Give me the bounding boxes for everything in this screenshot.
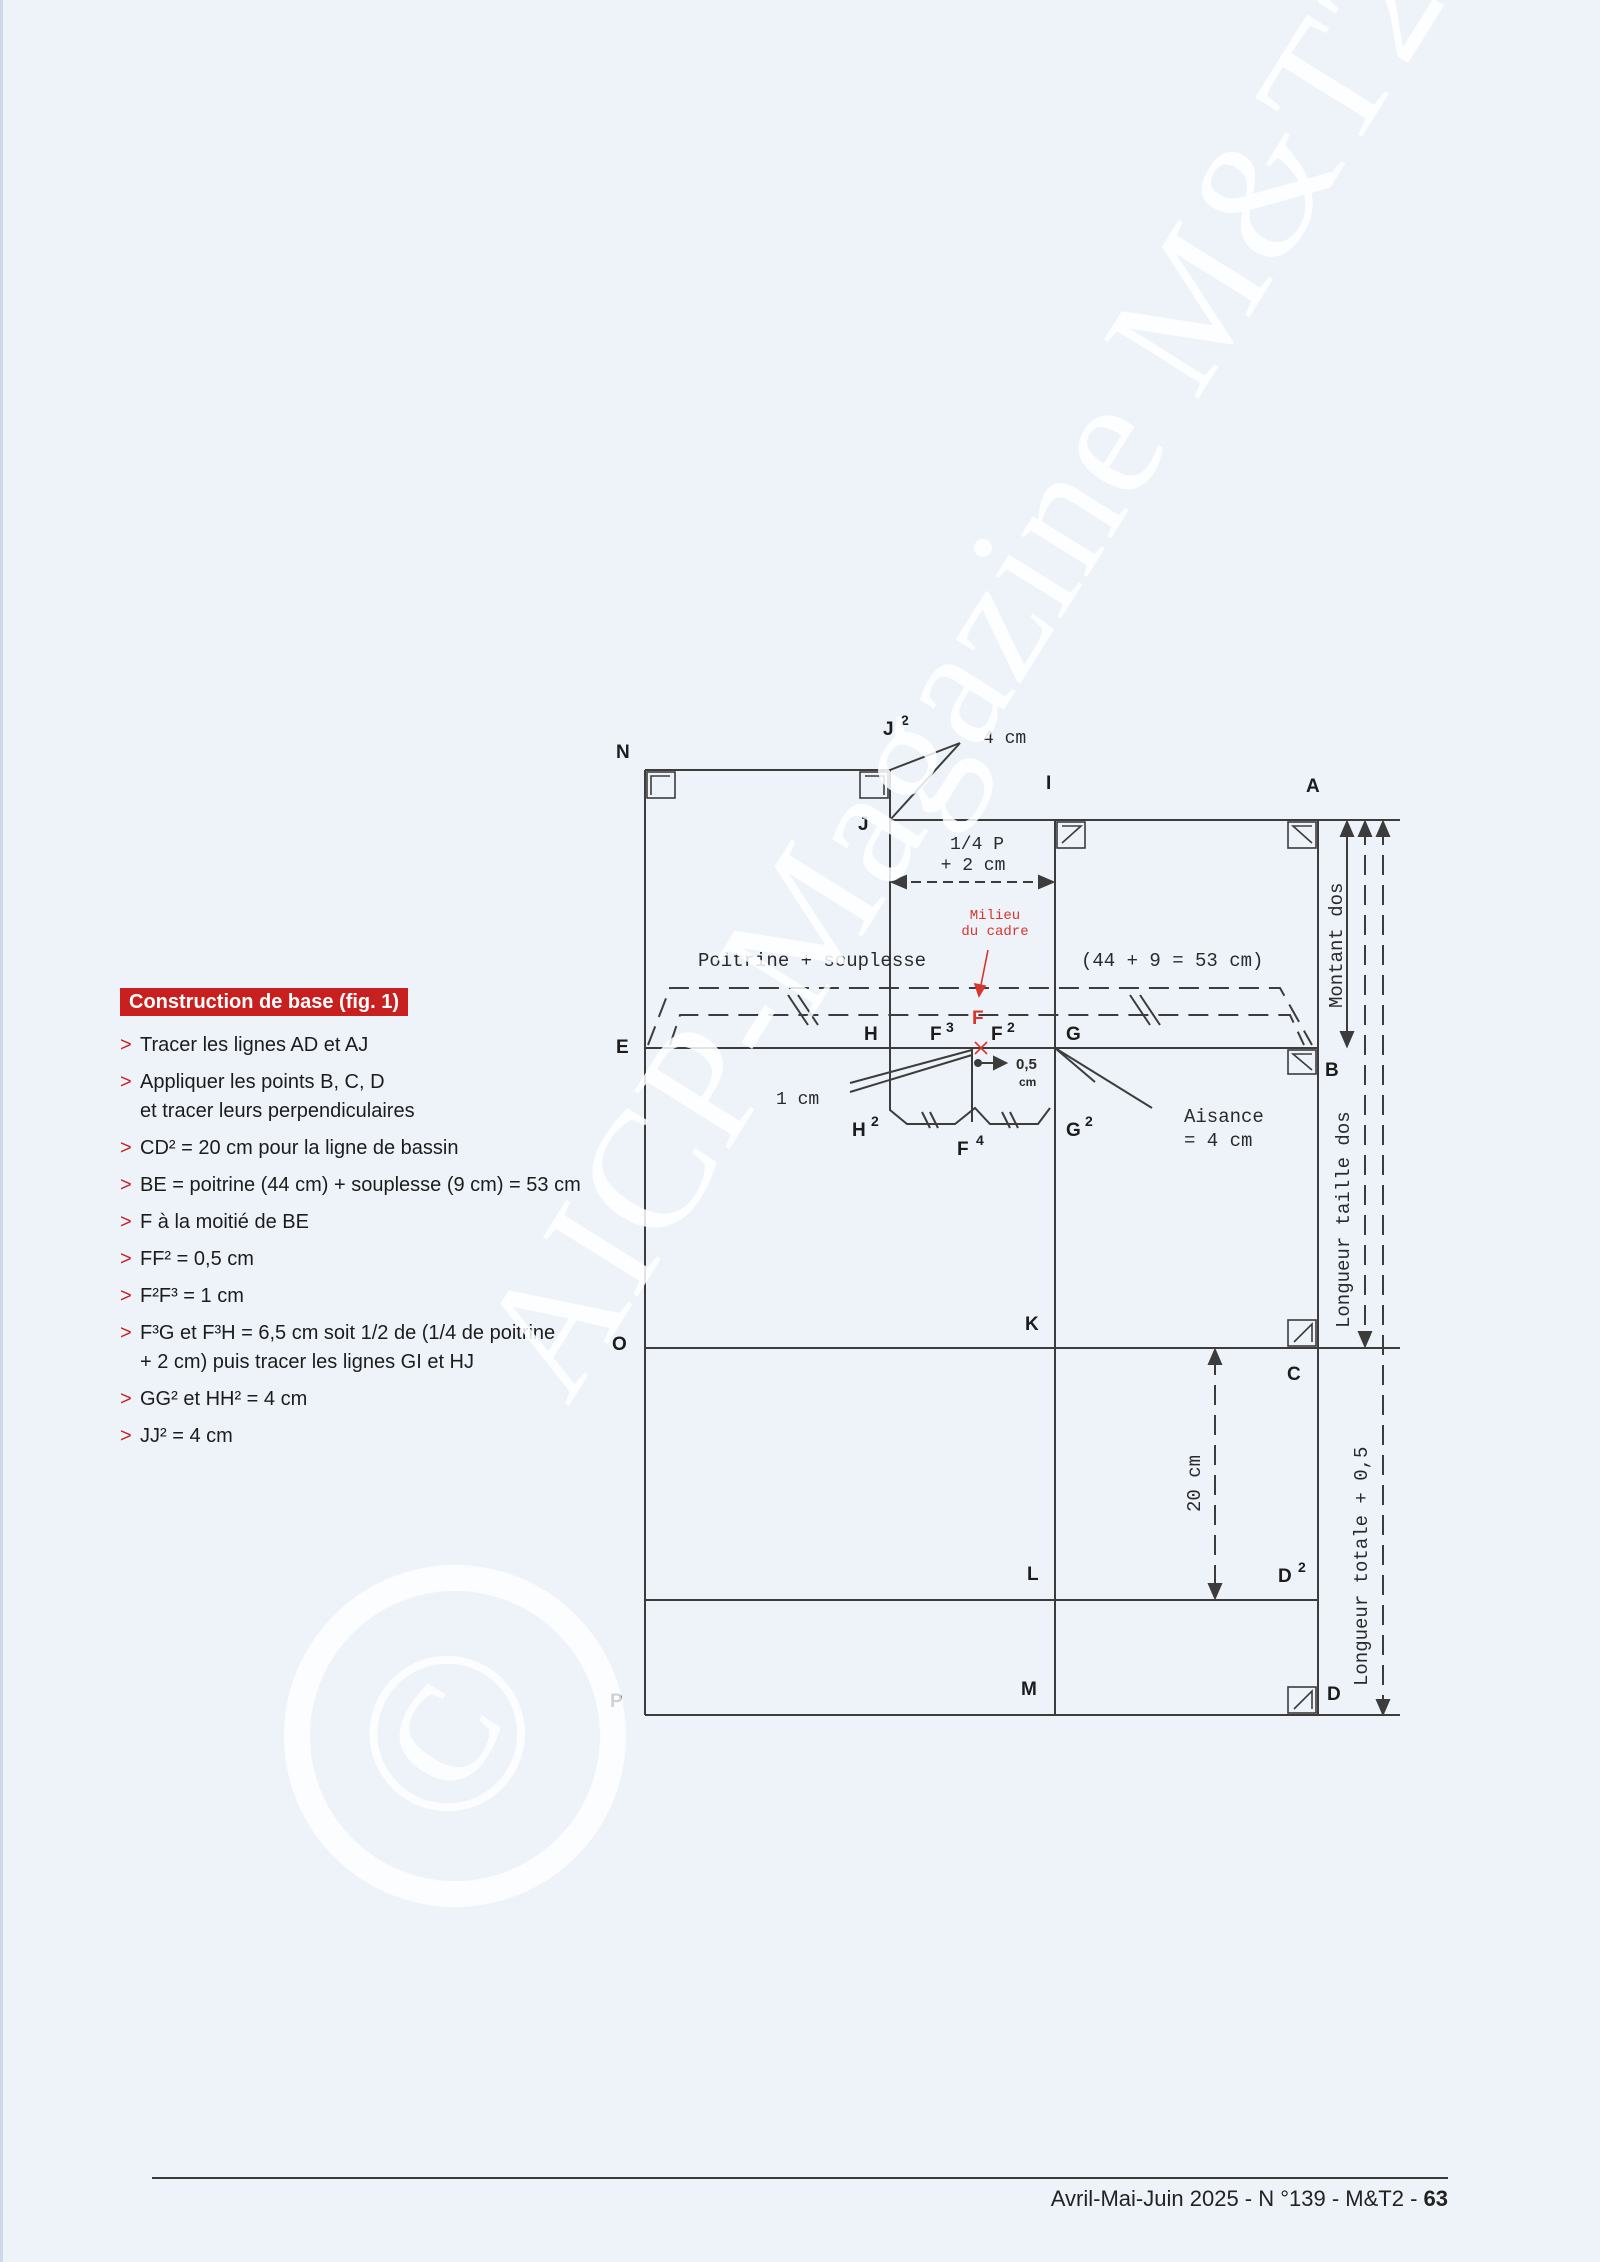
svg-text:2: 2 <box>1007 1019 1015 1035</box>
label-montant-dos: Montant dos <box>1326 883 1348 1008</box>
svg-text:2: 2 <box>901 712 909 728</box>
label-aisance-value: = 4 cm <box>1184 1130 1252 1152</box>
label-poitrine: Poitrine + souplesse <box>698 950 926 972</box>
label-calc: (44 + 9 = 53 cm) <box>1081 950 1263 972</box>
dimension-arrows <box>889 819 1391 1717</box>
point-F: F <box>972 1008 984 1029</box>
point-O: O <box>612 1334 627 1355</box>
point-I: I <box>1046 773 1051 794</box>
watermark-symbol: © <box>290 1590 600 1875</box>
point-B: B <box>1325 1060 1339 1081</box>
point-K: K <box>1025 1314 1039 1335</box>
point-J: J <box>858 814 869 835</box>
point-J2: J <box>883 719 894 740</box>
footer-issue: Avril-Mai-Juin 2025 - N °139 - M&T2 - <box>1050 2186 1424 2211</box>
point-F2: F <box>991 1024 1003 1045</box>
section-title: Construction de base (fig. 1) <box>120 988 409 1016</box>
center-marker <box>973 949 989 1055</box>
list-item: >BE = poitrine (44 cm) + souplesse (9 cm… <box>120 1174 581 1196</box>
svg-text:2: 2 <box>1085 1113 1093 1129</box>
list-item: >JJ² = 4 cm <box>120 1425 233 1447</box>
label-half-cm-unit: cm <box>1019 1075 1036 1089</box>
label-longueur-totale: Longueur totale + 0,5 <box>1351 1447 1373 1686</box>
list-item: >Tracer les lignes AD et AJ <box>120 1034 369 1056</box>
point-A: A <box>1306 776 1320 797</box>
frame-lines <box>644 742 1400 1716</box>
svg-text:2: 2 <box>871 1113 879 1129</box>
label-longueur-taille-dos: Longueur taille dos <box>1333 1111 1355 1328</box>
label-quarter-p: 1/4 P <box>950 835 1004 855</box>
list-item: >F³G et F³H = 6,5 cm soit 1/2 de (1/4 de… <box>120 1322 556 1373</box>
instruction-panel: Construction de base (fig. 1) >Tracer le… <box>120 988 610 1459</box>
label-milieu: Milieu <box>970 908 1020 924</box>
list-item: >GG² et HH² = 4 cm <box>120 1388 308 1410</box>
hatch-marks <box>787 994 1161 1129</box>
label-half-cm: 0,5 <box>1016 1056 1037 1073</box>
point-H: H <box>864 1024 878 1045</box>
corner-markers <box>646 771 1317 1714</box>
list-item: >FF² = 0,5 cm <box>120 1248 254 1270</box>
list-item: >F²F³ = 1 cm <box>120 1285 244 1307</box>
list-item: >F à la moitié de BE <box>120 1211 309 1233</box>
point-N: N <box>616 742 630 763</box>
point-C: C <box>1287 1364 1301 1385</box>
page-edge <box>0 0 3 2262</box>
label-1cm: 1 cm <box>776 1090 819 1110</box>
label-plus-2cm: + 2 cm <box>941 856 1006 876</box>
point-M: M <box>1021 1679 1037 1700</box>
point-D: D <box>1327 1684 1341 1705</box>
label-4cm: 4 cm <box>983 729 1026 749</box>
pattern-diagram: N J 2 J I A E H F 3 F 2 G B H 2 F 4 G 2 … <box>610 712 1400 1717</box>
svg-text:2: 2 <box>1298 1559 1306 1575</box>
point-D2: D <box>1278 1566 1292 1587</box>
dashed-guides <box>647 825 1384 1712</box>
point-G: G <box>1066 1024 1081 1045</box>
label-aisance: Aisance <box>1184 1106 1264 1128</box>
footer-rule <box>152 2177 1448 2179</box>
list-item: >CD² = 20 cm pour la ligne de bassin <box>120 1137 459 1159</box>
svg-text:3: 3 <box>946 1019 954 1035</box>
step-list: >Tracer les lignes AD et AJ >Appliquer l… <box>120 1031 610 1451</box>
point-L: L <box>1027 1564 1039 1585</box>
point-F4: F <box>957 1139 969 1160</box>
point-H2: H <box>852 1120 866 1141</box>
point-F3: F <box>930 1024 942 1045</box>
svg-text:4: 4 <box>976 1132 984 1148</box>
label-du-cadre: du cadre <box>961 924 1028 940</box>
measurement-labels: 4 cm 1/4 P + 2 cm Milieu du cadre Poitri… <box>698 729 1373 1686</box>
point-G2: G <box>1066 1120 1081 1141</box>
footer: Avril-Mai-Juin 2025 - N °139 - M&T2 - 63 <box>1051 2186 1448 2212</box>
page-number: 63 <box>1423 2186 1448 2211</box>
watermark-circle <box>284 1565 626 1907</box>
point-P: P <box>610 1691 623 1712</box>
point-E: E <box>616 1037 629 1058</box>
label-20cm: 20 cm <box>1184 1455 1206 1512</box>
